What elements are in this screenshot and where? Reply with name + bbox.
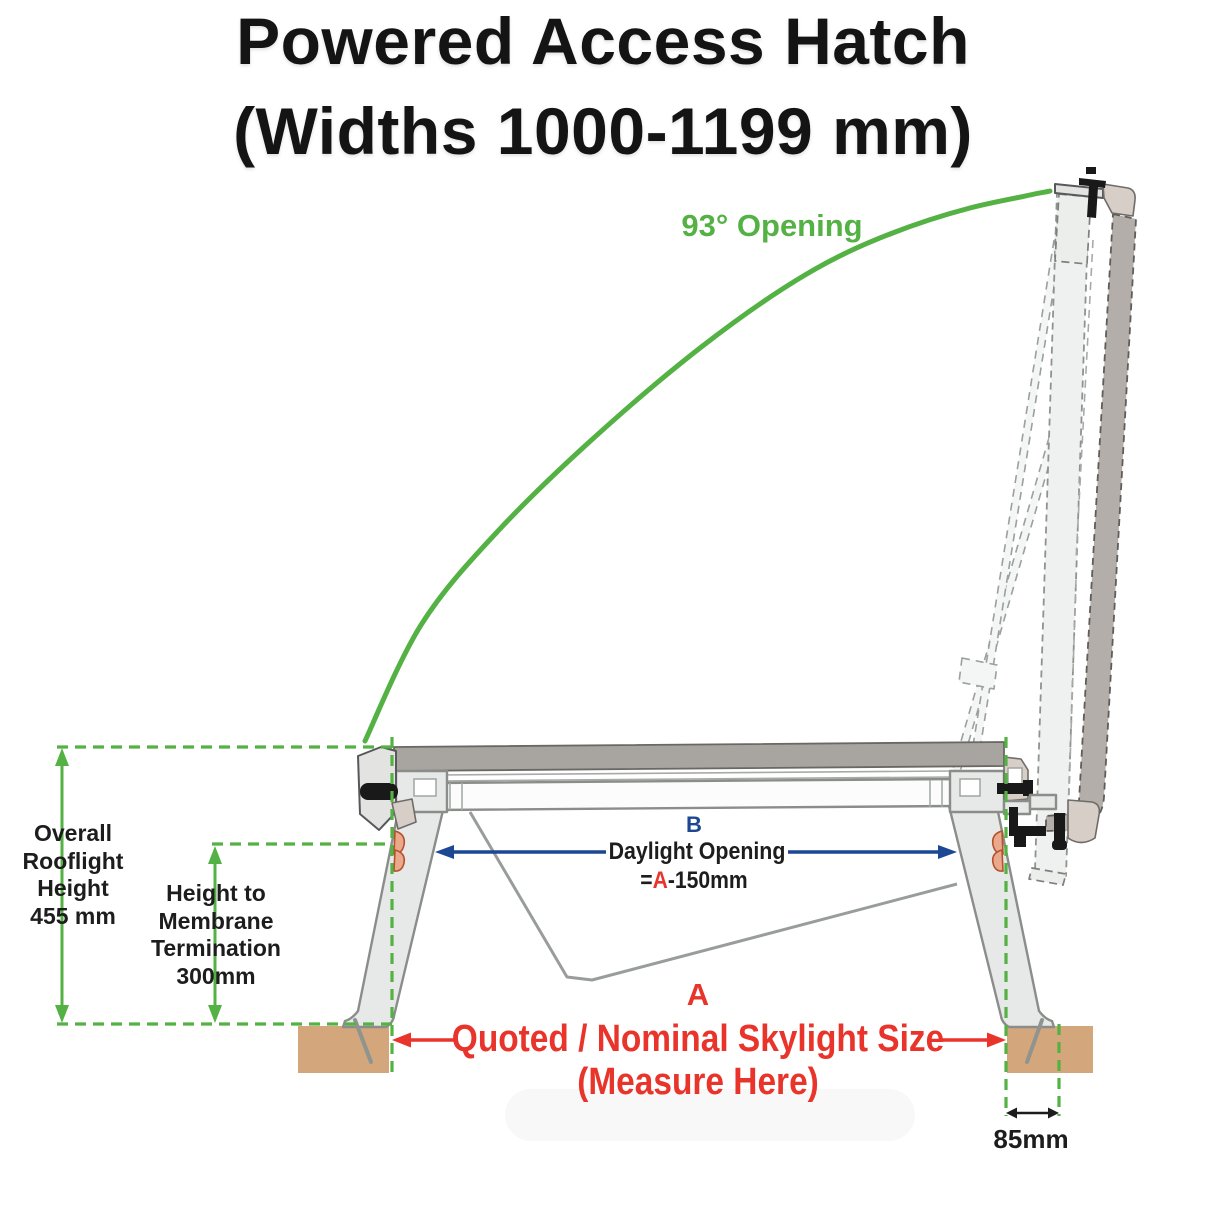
dimension-membrane-height <box>208 846 222 1023</box>
kerb-leg-left <box>341 800 447 1029</box>
roof-deck-right <box>1007 1026 1093 1073</box>
hinge-bolt-horizontal <box>997 783 1025 794</box>
lid-hidden-line-1 <box>1075 239 1094 561</box>
daylight-letter: B <box>686 812 702 838</box>
lid-outer-skin <box>1045 213 1137 832</box>
frame-corner-left-notch <box>413 778 437 797</box>
left-taupe-clip <box>391 798 417 830</box>
overall-height-label: Overall Rooflight Height 455 mm <box>22 820 124 929</box>
membrane-height-arrow-top <box>208 846 222 864</box>
dimension-quoted-size <box>392 1032 1006 1048</box>
lid-top-bolt-tip <box>1086 167 1096 174</box>
hinge-bolt-head <box>1023 780 1033 796</box>
formula-eq: = <box>640 867 653 895</box>
lid-bottom-cap <box>1028 867 1067 886</box>
fixing-screw-left <box>353 1018 373 1064</box>
roof-deck-left <box>298 1026 389 1073</box>
page-title: Powered Access Hatch (Widths 1000-1199 m… <box>233 4 973 168</box>
nominal-size-label: Quoted / Nominal Skylight Size (Measure … <box>451 1018 945 1103</box>
dimension-overall-height <box>55 748 69 1023</box>
membrane-mark-left-2 <box>393 848 406 872</box>
kerb-leg-right <box>946 800 1056 1029</box>
membrane-marks <box>393 829 1004 872</box>
lid-top-hinge-plate <box>1102 183 1136 217</box>
opening-swing-arc <box>362 188 1053 744</box>
frame-corner-right-notch <box>959 778 981 797</box>
quoted-arrow-right <box>987 1032 1006 1048</box>
daylight-opening-label: Daylight Opening <box>608 838 786 866</box>
kerb-top-band <box>393 741 1005 772</box>
hinge-hardware <box>997 756 1101 850</box>
quoted-arrow-left <box>392 1032 411 1048</box>
strut-connector <box>958 657 998 690</box>
hinge-block-2 <box>1028 793 1058 811</box>
lid-top-bracket <box>1054 193 1092 265</box>
construction-lines <box>57 737 1061 1116</box>
seal-line-1 <box>439 770 953 776</box>
daylight-arrow-right <box>938 845 957 859</box>
formula-letter: A <box>652 867 668 895</box>
lid-glass-pane <box>1034 191 1090 877</box>
lid-hidden-line-2 <box>1068 579 1077 796</box>
opening-angle-label: 93° Opening <box>681 208 863 244</box>
flange-arrow-right <box>1048 1107 1059 1119</box>
daylight-formula: =A-150mm <box>640 867 747 895</box>
left-gasket <box>360 783 398 800</box>
kerb-cross-section <box>341 741 1101 1064</box>
hinge-arm-black <box>1009 807 1046 847</box>
liner-profile <box>468 811 958 982</box>
flange-width-label: 85mm <box>993 1123 1069 1154</box>
membrane-height-arrow-bottom <box>208 1005 222 1023</box>
hinge-bolt-vertical <box>1054 813 1065 841</box>
watermark-blob <box>505 1089 915 1141</box>
overall-height-arrow-bottom <box>55 1005 69 1023</box>
overall-height-arrow-top <box>55 748 69 766</box>
hinge-elbow-plate <box>1067 799 1101 844</box>
fixing-screw-right <box>1025 1018 1044 1064</box>
nominal-size-letter: A <box>686 977 710 1013</box>
seal-line-2 <box>439 776 953 782</box>
membrane-mark-right-2 <box>991 848 1004 872</box>
formula-rest: -150mm <box>667 867 748 895</box>
hinge-bolt-vertical-head <box>1052 840 1067 850</box>
dimension-daylight-opening <box>435 845 957 859</box>
dimension-flange-width <box>1006 1107 1059 1119</box>
open-lid <box>1028 167 1137 886</box>
glazing-unit <box>432 777 956 812</box>
flange-arrow-left <box>1006 1107 1017 1119</box>
membrane-height-label: Height to Membrane Termination 300mm <box>151 880 281 989</box>
daylight-arrow-left <box>435 845 454 859</box>
lid-top-bolt <box>1079 178 1106 218</box>
